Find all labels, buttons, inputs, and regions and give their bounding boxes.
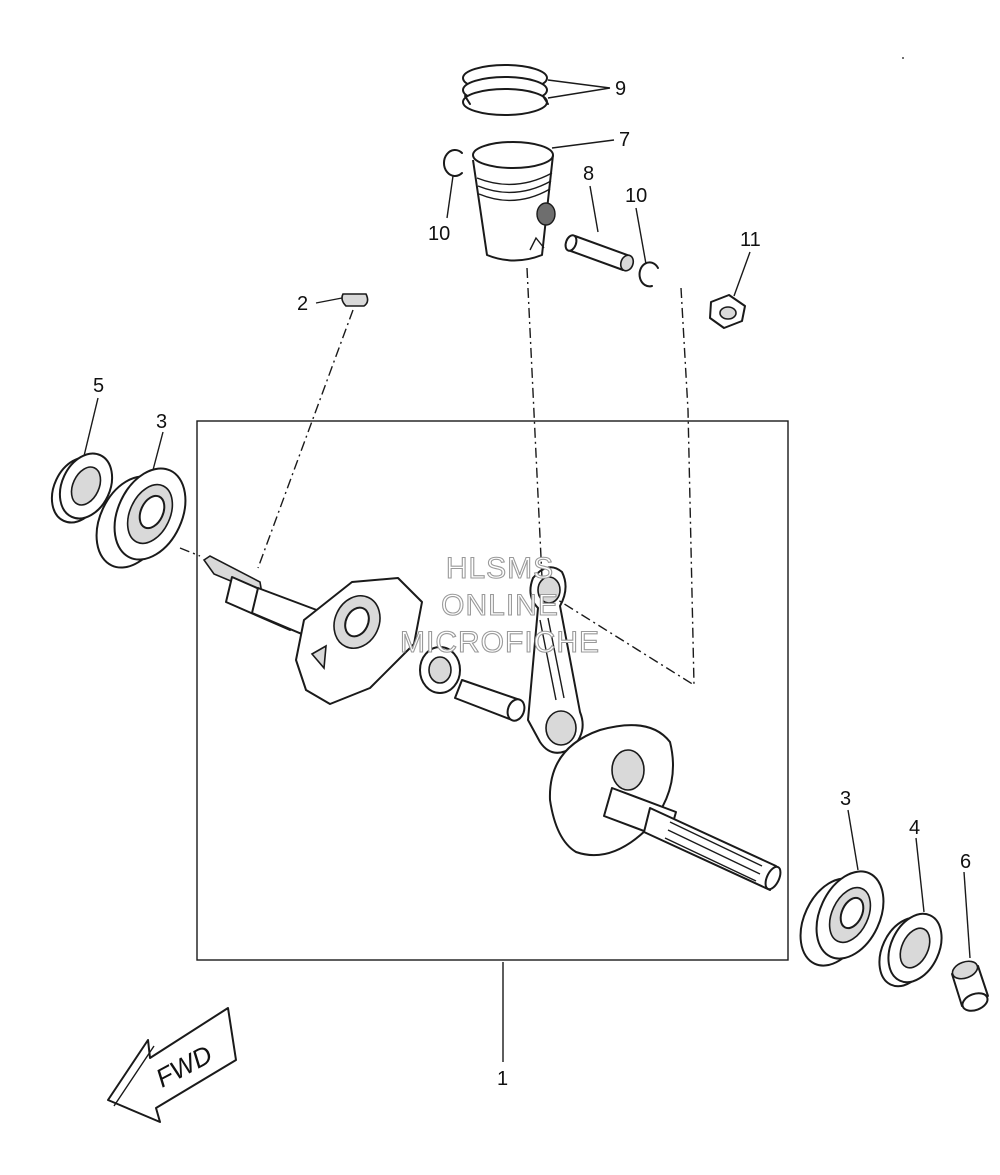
leader-lines [83, 79, 971, 1062]
callout-2: 2 [297, 293, 308, 315]
crankshaft-left-half-part [202, 555, 423, 705]
callout-8: 8 [583, 163, 594, 185]
crankshaft-right-half-part [548, 724, 782, 891]
collar-part [951, 960, 989, 1012]
callout-4: 4 [909, 817, 920, 839]
woodruff-key-part [341, 293, 369, 307]
watermark: HLSMS ONLINE MICROFICHE [399, 551, 600, 659]
big-end-bearing-part [419, 646, 461, 694]
watermark-line-2: ONLINE [441, 589, 559, 622]
bearing-left-part [95, 467, 187, 569]
callout-9: 9 [615, 78, 626, 100]
bearing-right-part [799, 870, 885, 967]
stray-dot [902, 57, 904, 59]
callout-10-left: 10 [428, 223, 450, 245]
piston-rings-part [462, 64, 549, 116]
callout-11: 11 [740, 229, 761, 251]
circlip-left-part [442, 149, 463, 177]
watermark-line-1: HLSMS [446, 552, 554, 585]
callout-10-right: 10 [625, 185, 647, 207]
oil-seal-left-part [50, 452, 114, 524]
piston-pin-part [564, 234, 635, 272]
callout-7: 7 [619, 129, 630, 151]
piston-part [472, 141, 556, 262]
connecting-rod-part [527, 566, 584, 754]
fwd-direction-arrow: FWD [107, 1007, 237, 1123]
callout-6: 6 [960, 851, 971, 873]
callout-1: 1 [497, 1068, 508, 1090]
oil-seal-right-part [878, 912, 943, 988]
crankshaft-assembly-frame [196, 420, 789, 961]
small-end-needle-bearing-part [709, 294, 746, 329]
watermark-line-3: MICROFICHE [400, 626, 600, 659]
alignment-lines [179, 267, 695, 687]
crank-pin-part [454, 679, 526, 722]
callout-5: 5 [93, 375, 104, 397]
callout-3-left: 3 [156, 411, 167, 433]
circlip-right-part [638, 261, 659, 288]
callout-3-right: 3 [840, 788, 851, 810]
